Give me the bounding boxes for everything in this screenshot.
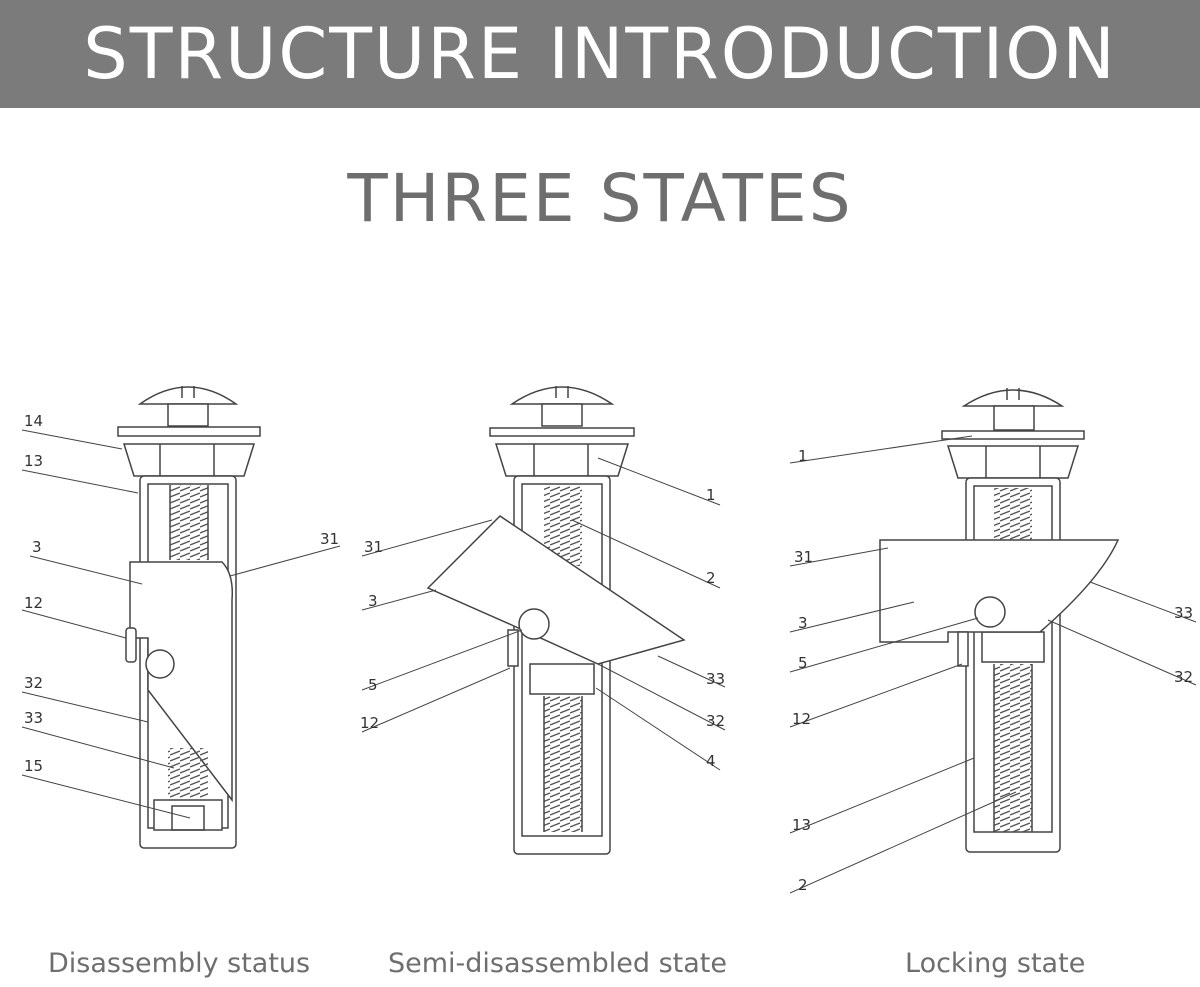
spring-bottom-left <box>168 748 208 798</box>
anchor-disassembly <box>117 386 261 849</box>
subtitle: THREE STATES <box>347 160 853 237</box>
callout-labels-right: 1 31 33 3 5 32 12 13 2 <box>792 447 1193 894</box>
callout-right: 12 <box>792 710 811 728</box>
spring-bottom-middle <box>544 696 582 832</box>
callout-right: 3 <box>798 614 808 632</box>
callout-middle: 3 <box>368 592 378 610</box>
anchor-locking <box>879 388 1120 853</box>
callout-middle: 5 <box>368 676 378 694</box>
callout-right: 31 <box>794 548 813 566</box>
callout-middle: 33 <box>706 670 725 688</box>
flange-left <box>117 426 261 437</box>
callout-right: 2 <box>798 876 808 894</box>
callout-left: 15 <box>24 757 43 775</box>
leaders-middle <box>361 457 726 771</box>
screw-head-left <box>137 386 239 405</box>
callout-left: 32 <box>24 674 43 692</box>
anchor-semi <box>426 386 686 855</box>
pin-middle <box>518 608 550 640</box>
header-banner <box>0 0 1200 108</box>
latch-middle <box>426 515 686 665</box>
callout-left: 31 <box>320 530 339 548</box>
screw-head-middle <box>509 386 615 405</box>
callout-left: 14 <box>24 412 43 430</box>
callout-left: 12 <box>24 594 43 612</box>
screw-head-right <box>961 389 1065 407</box>
flange-middle <box>489 427 635 437</box>
callout-right: 13 <box>792 816 811 834</box>
caption-disassembly: Disassembly status <box>48 948 311 979</box>
callout-right: 5 <box>798 654 808 672</box>
pin-left <box>145 649 175 679</box>
callout-right: 33 <box>1174 604 1193 622</box>
callout-labels-middle: 1 2 31 3 5 33 12 32 4 <box>360 486 725 770</box>
leaders-left <box>21 429 341 819</box>
caption-locking: Locking state <box>905 948 1086 979</box>
latch-left <box>129 561 234 803</box>
callout-left: 33 <box>24 709 43 727</box>
callout-right: 32 <box>1174 668 1193 686</box>
caption-semi-disassembled: Semi-disassembled state <box>388 948 727 979</box>
spring-top-right <box>994 488 1032 540</box>
spring-top-left <box>170 485 208 560</box>
callout-middle: 2 <box>706 569 716 587</box>
leaders-right <box>789 435 1197 894</box>
callout-right: 1 <box>798 447 808 465</box>
pin-right <box>974 596 1006 628</box>
callout-middle: 1 <box>706 486 716 504</box>
flange-right <box>941 430 1085 440</box>
header-title: STRUCTURE INTRODUCTION <box>83 13 1117 95</box>
callout-middle: 31 <box>364 538 383 556</box>
spring-bottom-right <box>994 664 1032 832</box>
callout-middle: 12 <box>360 714 379 732</box>
callout-left: 13 <box>24 452 43 470</box>
callout-labels-left: 14 13 3 31 12 32 33 15 <box>24 412 339 775</box>
callout-middle: 32 <box>706 712 725 730</box>
callout-middle: 4 <box>706 752 716 770</box>
latch-right <box>879 539 1120 643</box>
callout-left: 3 <box>32 538 42 556</box>
